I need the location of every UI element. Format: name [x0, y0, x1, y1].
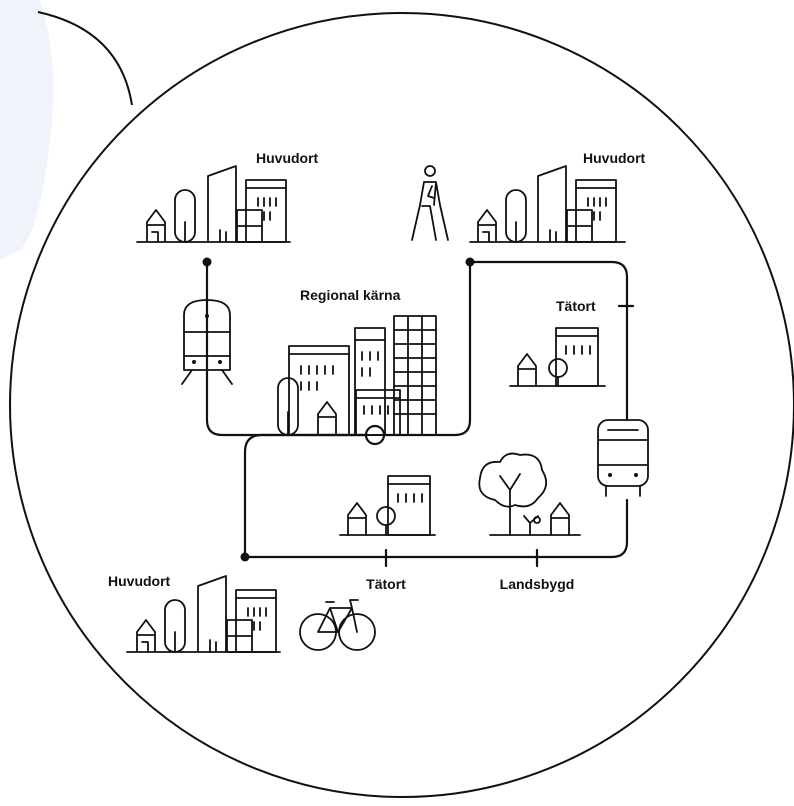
label-town-right: Tätort	[556, 298, 596, 314]
countryside-illustration	[478, 452, 581, 536]
stop-dot-left	[202, 257, 212, 267]
background-blob	[0, 0, 54, 260]
flower-icon	[523, 515, 541, 536]
bicycle-icon	[299, 599, 376, 651]
capital-top-left-illustration	[136, 165, 291, 243]
town-bottom-illustration	[339, 475, 436, 536]
label-town-bottom: Tätort	[366, 576, 406, 592]
region-circle	[9, 12, 794, 798]
stop-dot-right	[465, 257, 475, 267]
town-right-illustration	[509, 327, 606, 387]
label-countryside: Landsbygd	[500, 576, 575, 592]
label-capital-top-right: Huvudort	[583, 150, 646, 166]
label-capital-bottom-left: Huvudort	[108, 573, 171, 589]
stop-dot-bottom	[240, 552, 250, 562]
pedestrian-icon	[411, 165, 449, 241]
train-icon	[181, 299, 233, 385]
label-regional-core: Regional kärna	[300, 287, 401, 303]
regional-core-illustration	[264, 315, 441, 436]
capital-bottom-left-illustration	[126, 575, 281, 653]
tree-icon	[478, 452, 548, 508]
label-capital-top-left: Huvudort	[256, 150, 319, 166]
bus-icon	[597, 419, 649, 497]
capital-top-right-illustration	[469, 165, 626, 243]
outer-arc	[37, 11, 133, 106]
